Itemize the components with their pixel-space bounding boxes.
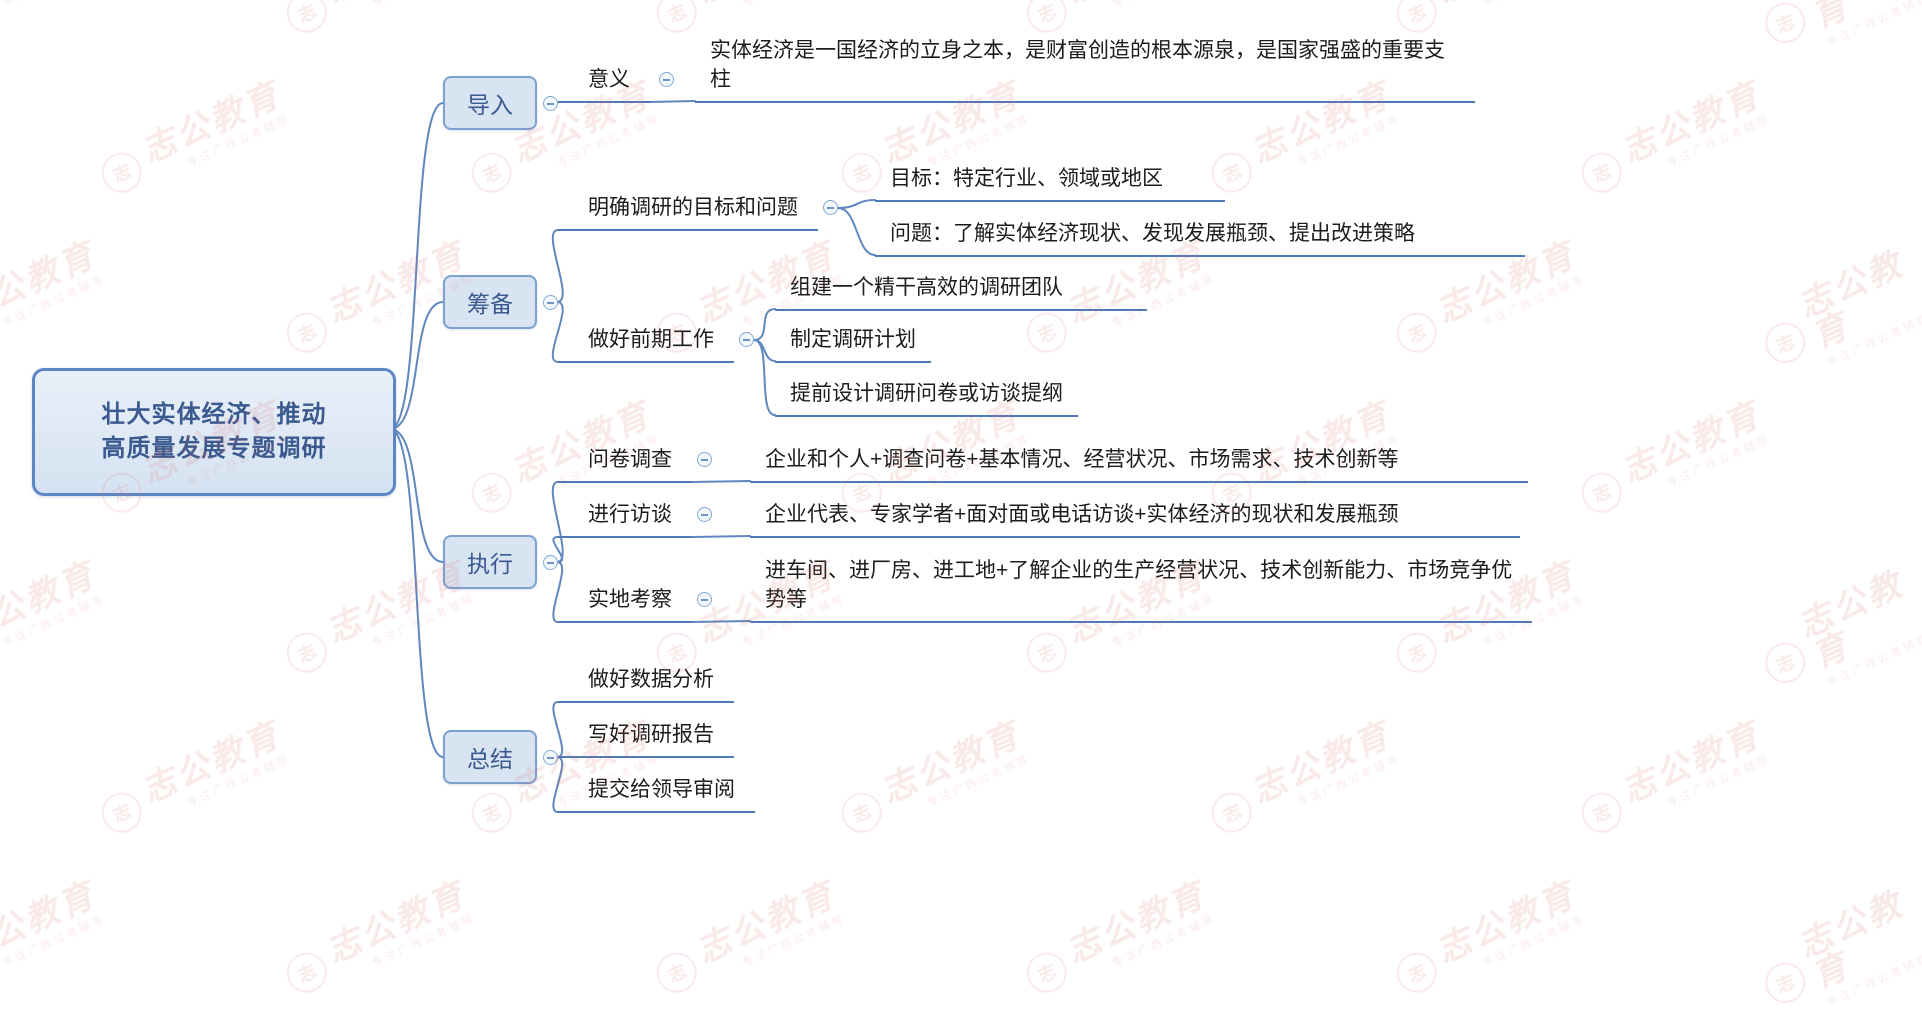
minus-glyph — [547, 756, 554, 759]
topic-questionnaire-detail[interactable]: 企业和个人+调查问卷+基本情况、经营状况、市场需求、技术创新等 — [750, 445, 1528, 483]
topic-field-visit-detail[interactable]: 进车间、进厂房、进工地+了解企业的生产经营状况、技术创新能力、市场竞争优势等 — [750, 556, 1532, 623]
branch-summary[interactable]: 总结 — [443, 730, 537, 784]
topic-significance-detail[interactable]: 实体经济是一国经济的立身之本，是财富创造的根本源泉，是国家强盛的重要支柱 — [695, 36, 1475, 103]
topic-significance[interactable]: 意义 — [558, 65, 650, 103]
minus-glyph — [663, 78, 670, 81]
collapse-button-field-visit[interactable] — [697, 592, 712, 607]
topic-early-work[interactable]: 做好前期工作 — [558, 325, 734, 363]
connector-line — [837, 207, 876, 256]
connector-line — [753, 308, 776, 341]
collapse-button-questionnaire[interactable] — [697, 452, 712, 467]
connector-line — [389, 102, 444, 430]
topic-design-survey[interactable]: 提前设计调研问卷或访谈提纲 — [775, 379, 1078, 417]
minus-glyph — [701, 458, 708, 461]
topic-field-visit[interactable]: 实地考察 — [558, 585, 692, 623]
connector-line — [551, 229, 564, 303]
minus-glyph — [701, 513, 708, 516]
connector-line — [552, 561, 563, 623]
connector-line — [552, 701, 564, 758]
collapse-button-execute[interactable] — [543, 555, 558, 570]
collapse-button-goals[interactable] — [823, 200, 838, 215]
collapse-button-prepare[interactable] — [543, 295, 558, 310]
connector-line — [552, 756, 564, 813]
topic-goal-detail[interactable]: 目标：特定行业、领域或地区 — [875, 164, 1225, 202]
connector-line — [753, 339, 776, 416]
minus-glyph — [547, 102, 554, 105]
connector-line — [753, 339, 776, 362]
topic-submit-review[interactable]: 提交给领导审阅 — [558, 775, 755, 813]
topic-make-plan[interactable]: 制定调研计划 — [775, 325, 931, 363]
connector-line — [389, 301, 444, 430]
topic-interviews[interactable]: 进行访谈 — [558, 500, 692, 538]
collapse-button-interviews[interactable] — [697, 507, 712, 522]
branch-execute[interactable]: 执行 — [443, 535, 537, 589]
minus-glyph — [547, 561, 554, 564]
connector-line — [551, 301, 564, 363]
topic-data-analysis[interactable]: 做好数据分析 — [558, 665, 734, 703]
connector-line — [649, 100, 696, 103]
connector-line — [837, 199, 876, 209]
connector-line — [552, 536, 564, 563]
topic-goals-and-questions[interactable]: 明确调研的目标和问题 — [558, 193, 818, 231]
topic-questionnaire[interactable]: 问卷调查 — [558, 445, 692, 483]
minus-glyph — [827, 206, 834, 209]
topic-question-detail[interactable]: 问题：了解实体经济现状、发现发展瓶颈、提出改进策略 — [875, 219, 1525, 257]
connector-line — [691, 480, 751, 483]
connector-line — [389, 428, 444, 563]
collapse-button-summary[interactable] — [543, 750, 558, 765]
branch-prepare[interactable]: 筹备 — [443, 275, 537, 329]
root-topic-line2: 高质量发展专题调研 — [101, 435, 327, 462]
collapse-button-significance[interactable] — [659, 72, 674, 87]
connector-line — [691, 620, 751, 623]
root-topic[interactable]: 壮大实体经济、推动 高质量发展专题调研 — [32, 368, 396, 496]
minus-glyph — [743, 338, 750, 341]
connector-line — [389, 428, 444, 758]
collapse-button-intro[interactable] — [543, 96, 558, 111]
topic-write-report[interactable]: 写好调研报告 — [558, 720, 734, 758]
root-topic-line1: 壮大实体经济、推动 — [101, 401, 327, 428]
topic-interview-detail[interactable]: 企业代表、专家学者+面对面或电话访谈+实体经济的现状和发展瓶颈 — [750, 500, 1520, 538]
branch-intro[interactable]: 导入 — [443, 76, 537, 130]
minus-glyph — [701, 598, 708, 601]
topic-build-team[interactable]: 组建一个精干高效的调研团队 — [775, 273, 1147, 311]
collapse-button-early-work[interactable] — [739, 332, 754, 347]
minus-glyph — [547, 301, 554, 304]
connector-line — [691, 535, 751, 538]
